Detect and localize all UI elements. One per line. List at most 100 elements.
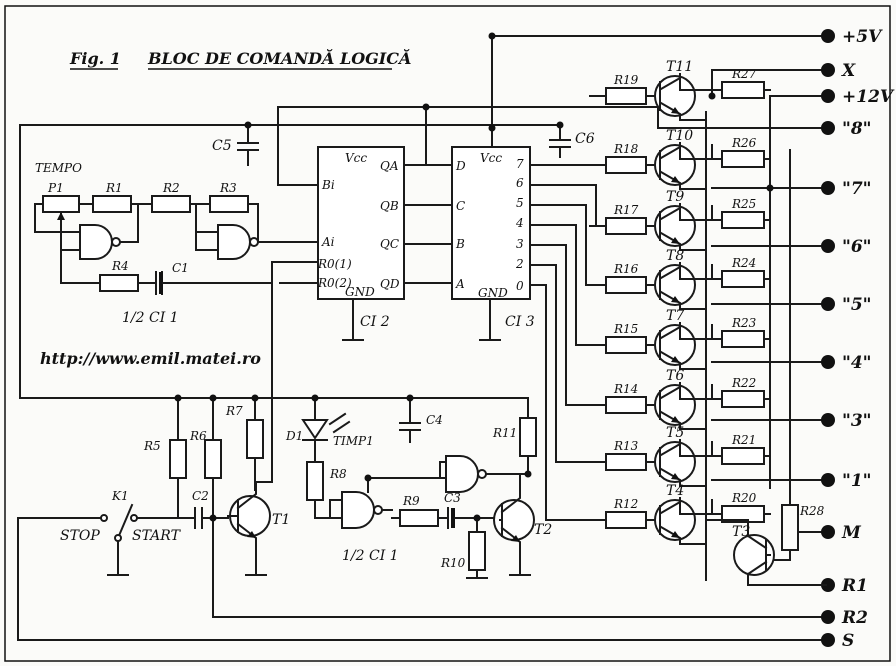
terminal-dot [821, 121, 835, 135]
right-common-lines [705, 69, 827, 581]
ci3-gnd: GND [478, 286, 508, 300]
t2-label: T2 [534, 522, 552, 538]
terminal-1: X [821, 61, 856, 81]
terminal-label: R1 [841, 576, 868, 596]
ci3-pin-0: 0 [516, 279, 524, 293]
terminal-label: R2 [841, 608, 868, 628]
base-resistor-label: R18 [613, 142, 639, 156]
half-ci1-top-label: 1/2 CI 1 [122, 310, 179, 326]
junction-dot [364, 474, 372, 482]
transistor-label: T7 [666, 308, 684, 324]
terminal-dot [821, 610, 835, 624]
junction-dot [488, 124, 496, 132]
collector-resistor-label: R26 [731, 136, 757, 150]
k1-label: K1 [111, 489, 129, 503]
r3-label: R3 [219, 181, 237, 195]
terminal-label: +12V [842, 87, 895, 107]
base-resistor [605, 511, 647, 529]
ci3-pin-4: 4 [515, 216, 524, 230]
junction-dot [766, 184, 774, 192]
junction-dot [209, 514, 217, 522]
base-resistor [605, 156, 647, 174]
collector-resistor [721, 330, 765, 348]
ci3-pin-b: B [455, 237, 465, 251]
c3-label: C3 [444, 491, 461, 505]
collector-resistor-label: R24 [731, 256, 756, 270]
ci3-vcc: Vcc [480, 151, 502, 165]
terminal-dot [821, 181, 835, 195]
ci2-pin-r01: R0(1) [317, 257, 352, 271]
terminal-label: "1" [842, 471, 872, 491]
base-resistor [605, 453, 647, 471]
base-resistor [605, 217, 647, 235]
terminal-dot [821, 297, 835, 311]
junction-dot [209, 394, 217, 402]
terminal-dot [821, 633, 835, 647]
junction-dot [524, 470, 532, 478]
collector-resistor [721, 270, 765, 288]
ci3-pin-7: 7 [516, 157, 524, 171]
ci2-pin-qd: QD [380, 277, 400, 291]
terminal-dot [821, 29, 835, 43]
outer-frame [4, 5, 891, 662]
transistor-label: T9 [666, 189, 684, 205]
ci3-pin-6: 6 [516, 176, 524, 190]
c5-label: C5 [212, 138, 232, 154]
r2-label: R2 [162, 181, 180, 195]
base-resistor [605, 336, 647, 354]
terminal-10: M [821, 523, 862, 543]
terminal-7: "4" [821, 353, 872, 373]
terminal-dot [821, 413, 835, 427]
t1-label: T1 [272, 512, 290, 528]
ci3-pin-5: 5 [516, 196, 524, 210]
terminal-label: M [841, 523, 862, 543]
junction-dot [174, 394, 182, 402]
ci2-ci3-wires [403, 164, 453, 284]
website-text: http://www.emil.matei.ro [40, 349, 261, 368]
r5-label: R5 [143, 439, 161, 453]
tempo-oscillator: TEMPO P1 R1 R2 R3 R4 C1 1/2 CI 1 [34, 161, 319, 326]
terminal-dot [821, 355, 835, 369]
ci2-pin-r02: R0(2) [317, 276, 352, 290]
terminal-12: R2 [821, 608, 868, 628]
junction-dot [244, 121, 252, 129]
base-resistor [605, 87, 647, 105]
ci2-gnd: GND [345, 285, 375, 299]
base-resistor [605, 276, 647, 294]
ci3-pin-3: 3 [516, 237, 524, 251]
base-resistor [605, 396, 647, 414]
ci2-pin-ai: Ai [321, 235, 335, 249]
transistor-label: T11 [666, 59, 693, 75]
terminal-11: R1 [821, 576, 868, 596]
start-section: R5 R6 R7 K1 STOP START C2 T1 [17, 261, 290, 576]
c4-label: C4 [426, 413, 443, 427]
r7-label: R7 [225, 404, 243, 418]
tempo-label: TEMPO [35, 161, 82, 175]
collector-resistor-label: R23 [731, 316, 757, 330]
ci3-output-wires [529, 164, 607, 521]
transistor-t3: T3 R28 [705, 504, 827, 586]
terminal-dot [821, 525, 835, 539]
terminal-label: S [842, 631, 854, 651]
base-resistor-label: R14 [613, 382, 638, 396]
junction-dot [708, 92, 716, 100]
r10-label: R10 [440, 556, 466, 570]
terminal-dot [821, 578, 835, 592]
terminal-label: "6" [842, 237, 872, 257]
junction-dot [251, 394, 259, 402]
base-resistor-label: R17 [613, 203, 639, 217]
t3-label: T3 [732, 524, 750, 540]
p1-label: P1 [47, 181, 64, 195]
capacitor-c6: C6 [549, 129, 595, 158]
r4-label: R4 [111, 259, 129, 273]
timp-label: TIMP1 [333, 434, 374, 448]
r6-label: R6 [189, 429, 207, 443]
terminal-13: S [821, 631, 854, 651]
r11-label: R11 [492, 426, 517, 440]
terminal-6: "5" [821, 295, 872, 315]
